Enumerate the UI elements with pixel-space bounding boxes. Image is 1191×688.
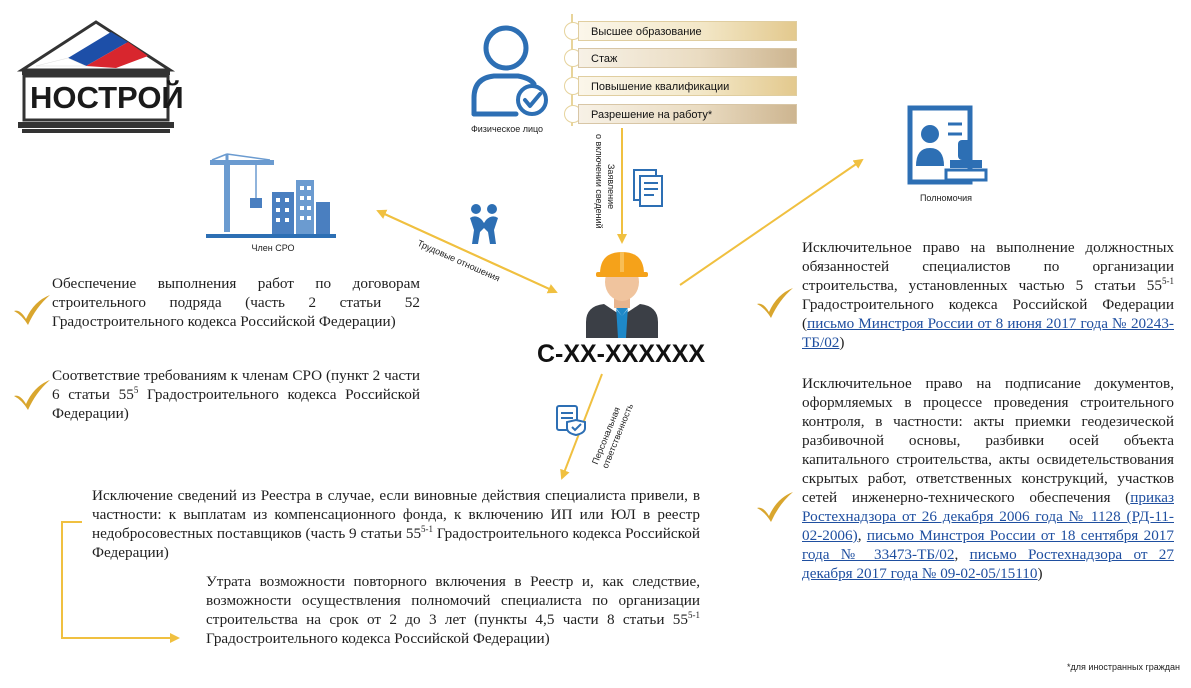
right-item-1-text-end: ) [839,334,845,351]
right-item-1-text: Исключительное право на выполнение должн… [802,239,1174,294]
bottom-item-1-text: Исключение сведений из Реестра в случае,… [92,487,700,542]
application-label-line1: Заявление [606,164,616,210]
rostekhnadzor-order-link[interactable]: приказ Ростехнадзора от 26 декабря 2006 … [802,489,1174,544]
bottom-item-2-text: Утрата возможности повторного включения … [206,573,700,628]
right-item-2-text-end: ) [1037,565,1043,582]
right-item-2: Исключительное право на подписание докум… [802,374,1174,583]
construction-crane-icon [206,152,336,238]
bottom-item-1-sup: 5-1 [421,523,434,534]
powers-arrow [679,158,864,286]
person-caption: Физическое лицо [470,124,544,134]
left-item-2-text: Соответствие требованиям к членам СРО (п… [52,367,420,403]
application-arrow-label: Заявление [606,164,616,209]
document-icon [632,168,664,208]
bottom-bracket [61,521,180,643]
bottom-item-2-sup: 5-1 [688,609,700,620]
bottom-item-1-text-end: Градостроительного кодекса Российской Фе… [92,525,700,561]
requirement-item: Стаж [578,48,797,68]
handshake-icon [462,202,506,246]
minstroy-sept-letter-link[interactable]: письмо Минстроя России от 18 сентября 20… [802,527,1174,563]
left-item-1: Обеспечение выполнения работ по договора… [52,275,420,330]
left-item-2: Соответствие требованиям к членам СРО (п… [52,366,420,423]
right-item-2-sep-1: , [857,527,867,544]
application-arrow-label-2: о включении сведений [594,134,604,229]
requirement-item: Разрешение на работу* [578,104,797,124]
right-item-1-sup: 5-1 [1162,275,1174,286]
left-item-2-sup: 5 [133,384,139,395]
minstroy-letter-link[interactable]: письмо Минстроя России от 8 июня 2017 го… [802,315,1174,351]
stamp-document-icon [904,104,988,188]
requirements-connector [571,14,573,126]
powers-caption: Полномочия [919,193,973,203]
bottom-item-2: Утрата возможности повторного включения … [206,572,700,648]
nostroy-logo: НОСТРОЙ [16,18,184,136]
responsibility-badge-icon [554,402,588,437]
right-item-2-text: Исключительное право на подписание докум… [802,375,1174,506]
rostekhnadzor-dec-letter-link[interactable]: письмо Ростехнадзора от 27 декабря 2017 … [802,546,1174,582]
logo-text: НОСТРОЙ [30,80,184,115]
right-item-1-text-mid: Градостроительного кодекса Российской Фе… [802,296,1174,332]
person-with-check-icon [468,20,554,118]
application-label-line2: о включении сведений [594,134,604,229]
footnote: *для иностранных граждан [1067,662,1180,672]
check-icon [755,490,795,524]
requirement-item: Повышение квалификации [578,76,797,96]
left-item-2-text-end: Градостроительного кодекса Российской Фе… [52,386,421,422]
check-icon [12,378,52,412]
right-item-1: Исключительное право на выполнение должн… [802,238,1174,352]
check-icon [12,293,52,327]
bottom-item-2-text-end: Градостроительного кодекса Российской Фе… [206,630,550,647]
right-item-2-sep-2: , [954,546,970,563]
requirement-item: Высшее образование [578,21,797,41]
member-caption: Член СРО [251,243,295,253]
check-icon [755,286,795,320]
bottom-item-1: Исключение сведений из Реестра в случае,… [92,486,700,562]
engineer-hardhat-icon [586,246,658,338]
specialist-id: С-ХХ-ХХХХХХ [536,340,706,368]
